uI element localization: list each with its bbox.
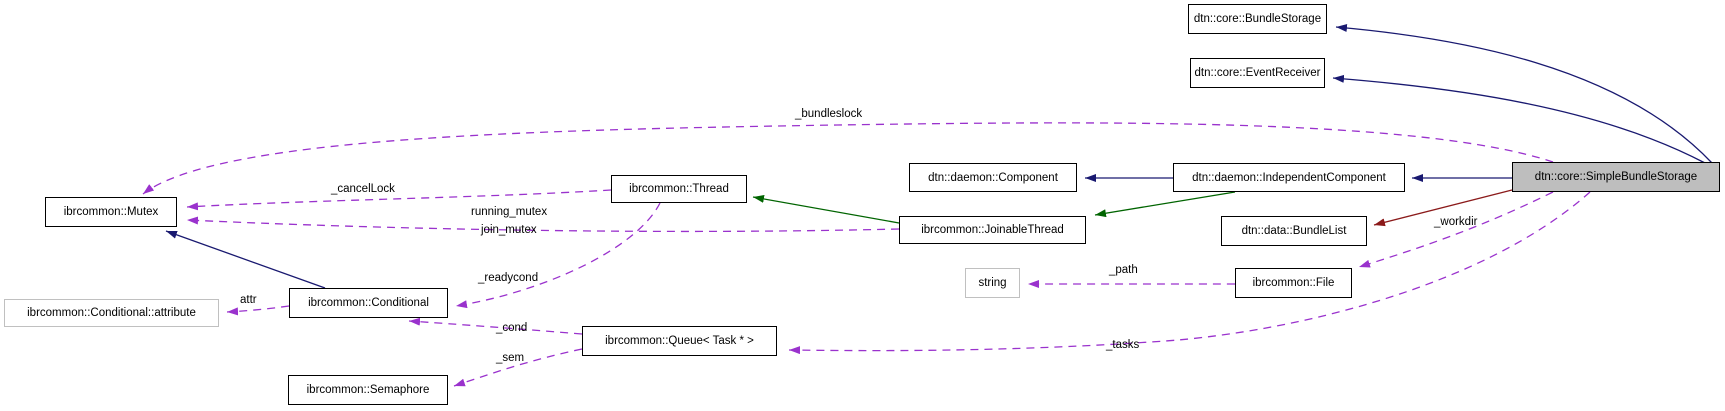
edge-usage-sem (453, 348, 583, 387)
node-queue[interactable]: ibrcommon::Queue< Task * > (582, 326, 777, 356)
node-mutex[interactable]: ibrcommon::Mutex (45, 197, 177, 227)
edge-usage-cancellock (186, 189, 612, 211)
edge-usage-attr (226, 305, 290, 316)
edge-usage-readycond (455, 202, 661, 309)
edge-usage-tasks (788, 191, 1591, 355)
edge-inherit-eventreceiver (1332, 74, 1706, 164)
edge-inherit-thread (752, 194, 900, 224)
node-event-receiver[interactable]: dtn::core::EventReceiver (1190, 58, 1325, 88)
edge-usage-workdir (1358, 191, 1554, 268)
edge-label-cond: _cond (496, 322, 528, 334)
edge-label-tasks: _tasks (1106, 339, 1140, 351)
node-bundle-list[interactable]: dtn::data::BundleList (1221, 216, 1367, 246)
edge-inherit-conditional-mutex (165, 230, 326, 289)
node-semaphore[interactable]: ibrcommon::Semaphore (288, 375, 448, 405)
edge-usage-cond (408, 317, 583, 335)
edge-usage-running-join-mutex (186, 216, 900, 233)
node-joinable-thread[interactable]: ibrcommon::JoinableThread (899, 216, 1086, 244)
node-thread[interactable]: ibrcommon::Thread (611, 175, 747, 203)
edge-label-bundleslock: _bundleslock (795, 108, 863, 120)
edge-label-path: _path (1109, 264, 1138, 276)
edge-label-attr: attr (240, 294, 257, 306)
edge-inherit-joinablethread (1094, 191, 1236, 218)
edge-label-readycond: _readycond (478, 272, 539, 284)
node-independent-component[interactable]: dtn::daemon::IndependentComponent (1173, 163, 1405, 192)
node-string: string (965, 268, 1020, 298)
node-conditional[interactable]: ibrcommon::Conditional (289, 288, 448, 318)
edge-inherit-bundlestorage (1335, 23, 1713, 164)
edge-label-join-mutex: join_mutex (481, 224, 537, 236)
node-simple-bundle-storage: dtn::core::SimpleBundleStorage (1512, 162, 1720, 192)
node-file[interactable]: ibrcommon::File (1235, 268, 1352, 298)
node-conditional-attribute: ibrcommon::Conditional::attribute (4, 299, 219, 327)
edge-label-sem: _sem (496, 352, 525, 364)
edge-usage-bundleslock (142, 122, 1554, 195)
edge-label-cancellock: _cancelLock (331, 183, 395, 195)
edge-inherit-bundlelist (1373, 189, 1513, 227)
node-component[interactable]: dtn::daemon::Component (909, 163, 1077, 192)
node-bundle-storage[interactable]: dtn::core::BundleStorage (1188, 4, 1327, 34)
edge-label-running-mutex: running_mutex (471, 206, 548, 218)
edge-label-workdir: _workdir (1434, 216, 1478, 228)
